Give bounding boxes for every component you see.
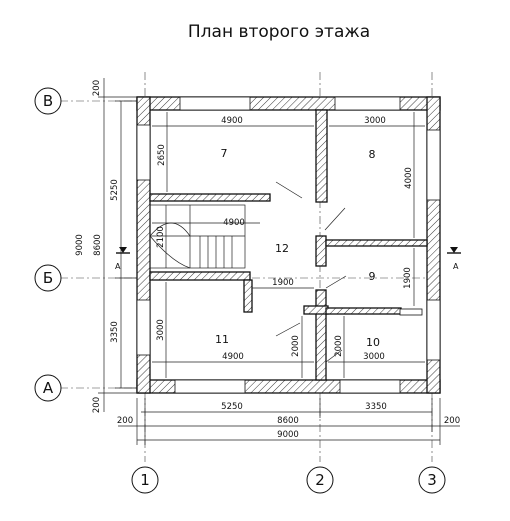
section-markers <box>116 247 461 254</box>
dim-bottom-5250: 5250 <box>221 402 243 412</box>
dim-left-3350: 3350 <box>110 321 120 343</box>
dim-stair-width: 4900 <box>223 218 245 228</box>
dim-room8-height: 4000 <box>404 167 414 189</box>
door-swings <box>275 181 347 363</box>
dim-room7-height: 2650 <box>157 144 167 166</box>
dim-left-200-top: 200 <box>92 80 102 96</box>
axis-label-row-b: Б <box>43 269 53 287</box>
dim-room10-width: 3000 <box>363 352 385 362</box>
dim-left-5250: 5250 <box>110 179 120 201</box>
plan-title: План второго этажа <box>188 22 370 42</box>
windows <box>136 96 441 394</box>
dim-door-b: 2000 <box>334 335 344 357</box>
dim-room9-height: 1900 <box>403 267 413 289</box>
axis-label-col-3: 3 <box>427 471 437 489</box>
dim-door-a: 2000 <box>291 335 301 357</box>
room-number-12: 12 <box>275 242 289 255</box>
dim-bottom-9000: 9000 <box>277 430 299 440</box>
axis-label-col-1: 1 <box>140 471 150 489</box>
room-number-8: 8 <box>369 148 376 161</box>
room-number-7: 7 <box>221 147 228 160</box>
axis-label-col-2: 2 <box>315 471 325 489</box>
axis-label-row-v: В <box>43 92 53 110</box>
dim-room11-width: 4900 <box>222 352 244 362</box>
section-mark-left: А <box>115 262 121 271</box>
dim-room7-width: 4900 <box>221 116 243 126</box>
dim-left-200-bottom: 200 <box>92 397 102 413</box>
dim-bottom-200-left: 200 <box>117 416 133 426</box>
dim-stair-height: 2100 <box>156 226 166 248</box>
inner-dimension-lines <box>152 112 425 378</box>
dim-bottom-200-right: 200 <box>444 416 460 426</box>
dim-left-9000: 9000 <box>75 234 85 256</box>
dim-left-8600: 8600 <box>93 234 103 256</box>
dim-bottom-8600: 8600 <box>277 416 299 426</box>
interior-walls <box>149 109 428 381</box>
staircase <box>149 204 423 316</box>
outer-dimension-lines <box>98 78 460 445</box>
dim-bottom-3350: 3350 <box>365 402 387 412</box>
room-number-11: 11 <box>215 333 229 346</box>
room-number-10: 10 <box>366 336 380 349</box>
dim-corridor-width: 1900 <box>272 278 294 288</box>
dim-room11-height: 3000 <box>156 319 166 341</box>
room-number-9: 9 <box>369 270 376 283</box>
dim-room8-width: 3000 <box>364 116 386 126</box>
axis-bubbles <box>34 87 446 494</box>
axis-label-row-a: А <box>43 379 54 397</box>
section-mark-right: А <box>453 262 459 271</box>
